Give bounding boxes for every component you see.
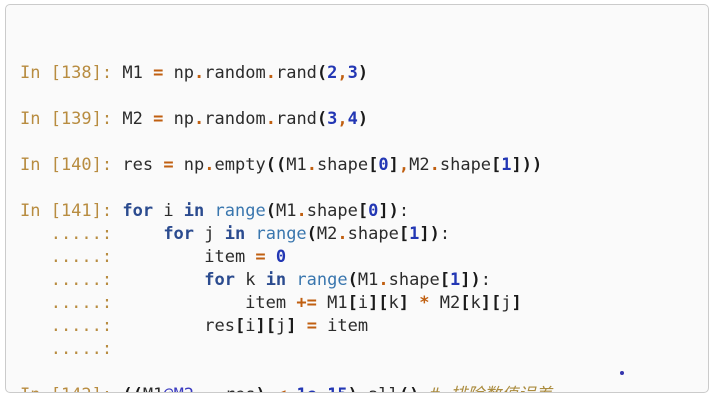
- console-line: In [139]: M2 = np.random.rand(3,4): [20, 109, 369, 129]
- ipython-console[interactable]: In [138]: M1 = np.random.rand(2,3) In [13…: [5, 4, 709, 393]
- console-line: In [140]: res = np.empty((M1.shape[0],M2…: [20, 155, 543, 175]
- console-body: In [138]: M1 = np.random.rand(2,3) In [13…: [20, 62, 702, 392]
- console-line: .....: item += M1[i][k] * M2[k][j]: [20, 293, 522, 313]
- console-line: .....: for k in range(M1.shape[1]):: [20, 270, 492, 290]
- stray-dot: [620, 371, 624, 375]
- console-line: .....: for j in range(M2.shape[1]):: [20, 224, 451, 244]
- console-line: [20, 131, 702, 154]
- console-line: [20, 177, 702, 200]
- console-line: .....: item = 0: [20, 247, 287, 267]
- console-line: [20, 85, 702, 108]
- console-line: .....:: [20, 339, 123, 359]
- console-line: .....: res[i][j] = item: [20, 316, 369, 336]
- console-line: [20, 361, 702, 384]
- console-line: In [142]: ((M1@M2 - res) < 1e-15).all() …: [20, 384, 702, 392]
- console-line: In [138]: M1 = np.random.rand(2,3): [20, 63, 369, 83]
- console-line: In [141]: for i in range(M1.shape[0]):: [20, 201, 410, 221]
